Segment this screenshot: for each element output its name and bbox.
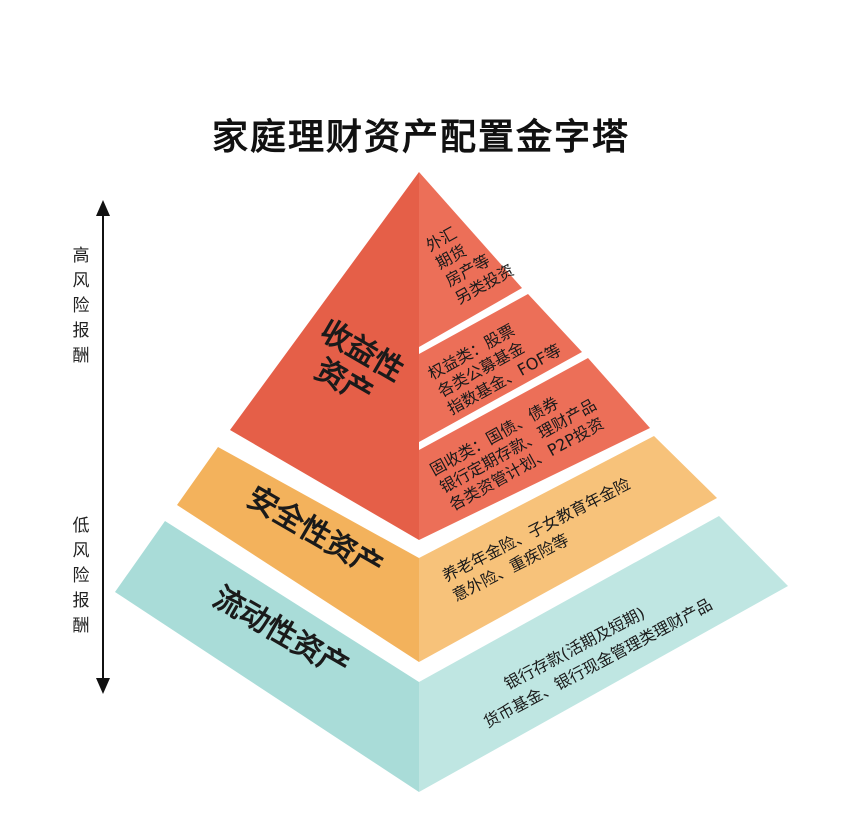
safety-tier-right-face: [419, 436, 717, 662]
high-risk-char: 报: [72, 321, 90, 341]
low-risk-char: 低: [72, 516, 90, 536]
return-tier-right-face-1: [419, 172, 522, 347]
liquidity-tier-left-face: [115, 521, 419, 792]
risk-axis-arrow: [96, 200, 110, 694]
low-risk-char: 风: [72, 541, 90, 561]
high-risk-label: 高 风 险 报 酬: [66, 244, 96, 369]
return-tier-right-face-2: [419, 294, 582, 442]
low-risk-char: 酬: [72, 616, 90, 636]
low-risk-char: 报: [72, 591, 90, 611]
page-title: 家庭理财资产配置金字塔: [211, 117, 630, 158]
high-risk-char: 酬: [72, 346, 90, 366]
high-risk-char: 险: [72, 296, 90, 316]
high-risk-char: 风: [72, 271, 90, 291]
high-risk-char: 高: [72, 246, 90, 266]
liquidity-tier-right-face: [419, 516, 788, 792]
low-risk-char: 险: [72, 566, 90, 586]
return-tier-right-face-3: [419, 358, 650, 540]
return-tier-left-face: [230, 172, 419, 540]
low-risk-label: 低 风 险 报 酬: [66, 514, 96, 639]
safety-tier-left-face: [177, 447, 419, 662]
